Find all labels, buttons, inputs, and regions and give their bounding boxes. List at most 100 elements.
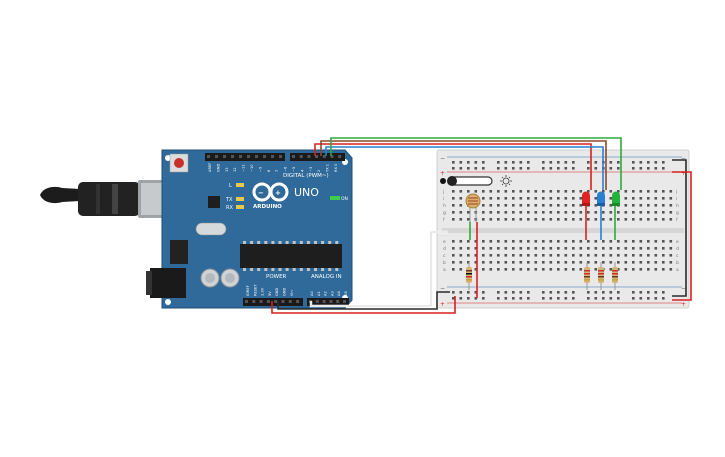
analog-pin-label: A1 (317, 291, 321, 296)
on-led-label: ON (341, 196, 348, 202)
analog-pin-label: A2 (324, 291, 328, 296)
digital-pin-label: ~5 (292, 167, 296, 172)
analog-pin-label: A4 (337, 291, 341, 296)
reset-button[interactable] (169, 153, 189, 173)
led-red[interactable] (582, 191, 590, 207)
svg-text:h: h (443, 203, 446, 209)
digital-pin-label: 4 (300, 169, 304, 172)
digital-pin-label: RX 0 (334, 163, 338, 172)
light-sun-icon (500, 175, 512, 187)
voltage-regulator (170, 240, 188, 264)
power-pin-label: IOREF (246, 285, 250, 296)
digital-header-label: DIGITAL (PWM~) (283, 173, 329, 179)
top-minus-label-right: − (681, 155, 686, 162)
analog-pin-label: A5 (344, 291, 348, 296)
digital-pin-label: TX 1 (326, 164, 330, 173)
analog-pin-label: A3 (330, 291, 334, 296)
arduino-logo: − + (252, 182, 289, 202)
svg-text:−: − (258, 189, 264, 197)
wire-gnd-black (277, 291, 450, 310)
analog-pin-label: A0 (310, 291, 314, 296)
power-pin-label: RESET (253, 284, 257, 296)
svg-text:e: e (443, 240, 446, 245)
tx-led-label: TX (225, 197, 233, 203)
power-pin-label: 5V (268, 291, 272, 296)
svg-text:b: b (676, 260, 679, 266)
bottom-plus-label: + (440, 301, 445, 308)
svg-text:i: i (676, 196, 677, 202)
arduino-brand: ARDUINO (253, 204, 282, 210)
bottom-minus-label-right: − (681, 285, 686, 292)
wire-brown-blue-led-signal (320, 140, 607, 190)
svg-text:d: d (443, 246, 446, 252)
svg-text:f: f (676, 217, 678, 223)
led-green[interactable] (612, 191, 620, 207)
svg-text:g: g (443, 211, 446, 216)
wires[interactable] (271, 137, 692, 314)
svg-text:a: a (443, 268, 446, 273)
top-minus-label: − (440, 155, 445, 162)
led-blue[interactable] (597, 191, 605, 207)
bottom-plus-label-right: + (681, 301, 686, 308)
svg-text:h: h (676, 203, 679, 209)
wire-green-led-signal (330, 137, 622, 190)
uno-model-label: UNO (294, 186, 319, 199)
photoresistor[interactable] (465, 193, 481, 222)
digital-pin-label: ~11 (242, 164, 246, 172)
digital-header[interactable] (205, 153, 345, 161)
svg-text:d: d (676, 246, 679, 252)
digital-pin-label: GND (216, 164, 220, 172)
wire-blue-led-signal (325, 146, 604, 190)
svg-text:i: i (443, 196, 444, 202)
svg-text:g: g (676, 211, 679, 216)
resistor-photoresistor[interactable] (466, 262, 472, 290)
digital-pin-label: 13 (225, 167, 229, 172)
analog-header-label: ANALOG IN (311, 274, 342, 280)
power-pin-label: GND (275, 288, 279, 296)
bottom-minus-label: − (440, 285, 445, 292)
resistor-red-led[interactable] (584, 262, 590, 290)
resistor-green-led[interactable] (612, 262, 618, 290)
digital-pin-label: 12 (233, 167, 237, 172)
wire-5v-red (271, 296, 456, 314)
power-header-label: POWER (266, 274, 287, 280)
digital-pin-label: 2 (317, 170, 321, 172)
light-level-slider[interactable] (440, 176, 493, 186)
resistor-blue-led[interactable] (598, 262, 604, 290)
svg-text:f: f (443, 217, 445, 223)
wire-red-led-signal (314, 143, 592, 190)
atmega-chip (240, 241, 342, 271)
l-led-label: L (229, 183, 232, 189)
svg-text:e: e (676, 240, 679, 245)
top-plus-label: + (440, 170, 445, 177)
board-leds (236, 183, 340, 209)
digital-pin-label: 8 (267, 169, 271, 172)
svg-text:j: j (675, 189, 677, 195)
power-jack (146, 268, 186, 298)
digital-pin-label: ~3 (309, 167, 313, 172)
power-pin-label: GND (283, 288, 287, 296)
usb-chip (208, 196, 220, 208)
digital-pin-label: ~6 (284, 166, 288, 172)
power-pin-label: 3.3V (261, 287, 265, 296)
top-plus-label-right: + (681, 170, 686, 177)
wire-rail-power (672, 171, 692, 301)
svg-text:j: j (442, 189, 444, 195)
digital-pin-label: ~10 (250, 164, 254, 172)
svg-text:b: b (443, 260, 446, 266)
svg-text:a: a (676, 268, 679, 273)
svg-text:c: c (443, 254, 446, 259)
power-header[interactable] (243, 298, 349, 306)
wire-rail-ground (672, 159, 687, 297)
usb-cable[interactable] (40, 180, 168, 218)
digital-pin-label: AREF (208, 163, 212, 172)
digital-pin-label: ~9 (258, 166, 262, 172)
svg-text:+: + (275, 189, 281, 197)
